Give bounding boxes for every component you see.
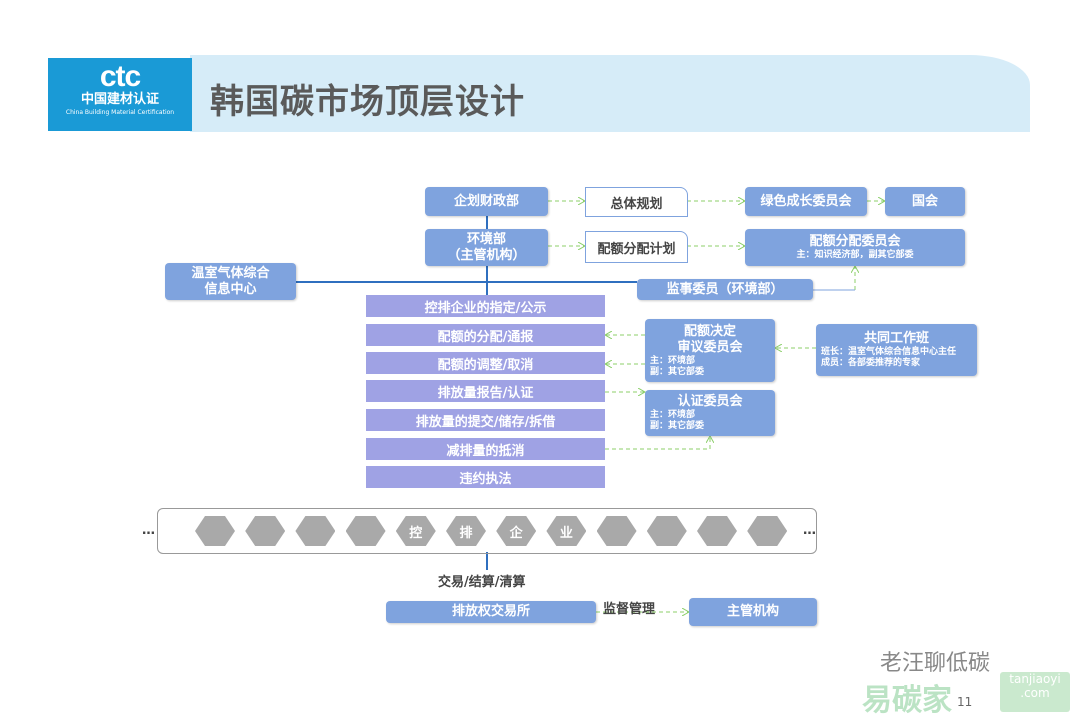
label: （主管机构） (447, 247, 526, 263)
label: 排放权交易所 (451, 604, 530, 619)
enterprise-band (157, 508, 817, 554)
org-green-growth-committee: 绿色成长委员会 (745, 187, 867, 216)
watermark-yitanjia: 易碳家 (862, 683, 952, 717)
sub-label: 主：环境部 (650, 355, 696, 366)
org-supervisor: 监事委员（环境部） (637, 279, 813, 300)
logo-main: ctc (99, 60, 141, 93)
header-band (190, 55, 1030, 132)
org-allocation-committee: 配额分配委员会主：知识经济部，副其它部委 (745, 229, 965, 266)
label: 企划财政部 (453, 193, 519, 209)
sub-label: 主：环境部 (650, 410, 696, 420)
supervision-label: 监督管理 (603, 602, 656, 617)
label: 信息中心 (204, 281, 257, 297)
sub-label: 副：其它部委 (650, 421, 705, 431)
page-number: 11 (957, 695, 973, 709)
enterprise-hexagon (646, 516, 687, 546)
label: 监事委员（环境部） (666, 281, 784, 297)
ellipsis-left: … (142, 523, 155, 538)
trade-label: 交易/结算/清算 (438, 575, 526, 590)
org-finance-ministry: 企划财政部 (425, 187, 548, 216)
label: 审议委员会 (677, 339, 743, 355)
sub-label: 主：知识经济部，副其它部委 (796, 250, 914, 260)
org-ghg-info-center: 温室气体综合信息中心 (165, 263, 296, 300)
enterprise-hexagon (596, 516, 637, 546)
enterprise-hexagon: 业 (546, 516, 587, 546)
watermark-domain: tanjiaoyi .com (1000, 672, 1070, 712)
label: 绿色成长委员会 (760, 193, 852, 209)
label: 主管机构 (726, 604, 779, 619)
label: 温室气体综合 (191, 265, 270, 281)
label: 共同工作班 (863, 331, 929, 346)
function-item: 排放量的提交/储存/拆借 (366, 409, 605, 431)
logo-cn: 中国建材认证 (80, 92, 159, 107)
label: 国会 (911, 193, 938, 209)
org-environment-ministry: 环境部（主管机构） (425, 229, 548, 266)
function-item: 配额的调整/取消 (366, 352, 605, 374)
function-item: 排放量报告/认证 (366, 380, 605, 402)
function-item: 控排企业的指定/公示 (366, 295, 605, 317)
ctc-logo: ctc 中国建材认证 China Building Material Certi… (48, 58, 192, 131)
org-national-assembly: 国会 (885, 187, 965, 216)
allocation-plan: 配额分配计划 (585, 231, 688, 263)
enterprise-hexagon (697, 516, 737, 546)
function-item: 配额的分配/通报 (366, 324, 605, 346)
sub-label: 班长：温室气体综合信息中心主任 (821, 347, 957, 357)
enterprise-hexagon (747, 516, 788, 546)
function-item: 减排量的抵消 (366, 438, 605, 460)
label: 配额决定 (683, 323, 736, 339)
label: 配额分配委员会 (809, 234, 901, 249)
org-authority: 主管机构 (689, 598, 817, 626)
function-item: 违约执法 (366, 466, 605, 488)
label: 环境部 (466, 231, 506, 247)
org-decision-committee: 配额决定审议委员会主：环境部副：其它部委 (645, 319, 775, 382)
sub-label: 副：其它部委 (650, 366, 705, 377)
watermark-author: 老汪聊低碳 (880, 651, 991, 676)
label: 认证委员会 (677, 394, 743, 409)
ellipsis-right: … (803, 523, 816, 538)
sub-label: 成员：各部委推荐的专家 (821, 358, 921, 368)
org-certification-committee: 认证委员会主：环境部副：其它部委 (645, 390, 775, 436)
page-title: 韩国碳市场顶层设计 (210, 82, 525, 122)
logo-en: China Building Material Certification (65, 109, 175, 116)
enterprise-hexagon (195, 516, 235, 546)
master-plan: 总体规划 (585, 187, 688, 217)
org-joint-working-group: 共同工作班班长：温室气体综合信息中心主任成员：各部委推荐的专家 (816, 324, 977, 376)
org-exchange: 排放权交易所 (386, 601, 596, 623)
